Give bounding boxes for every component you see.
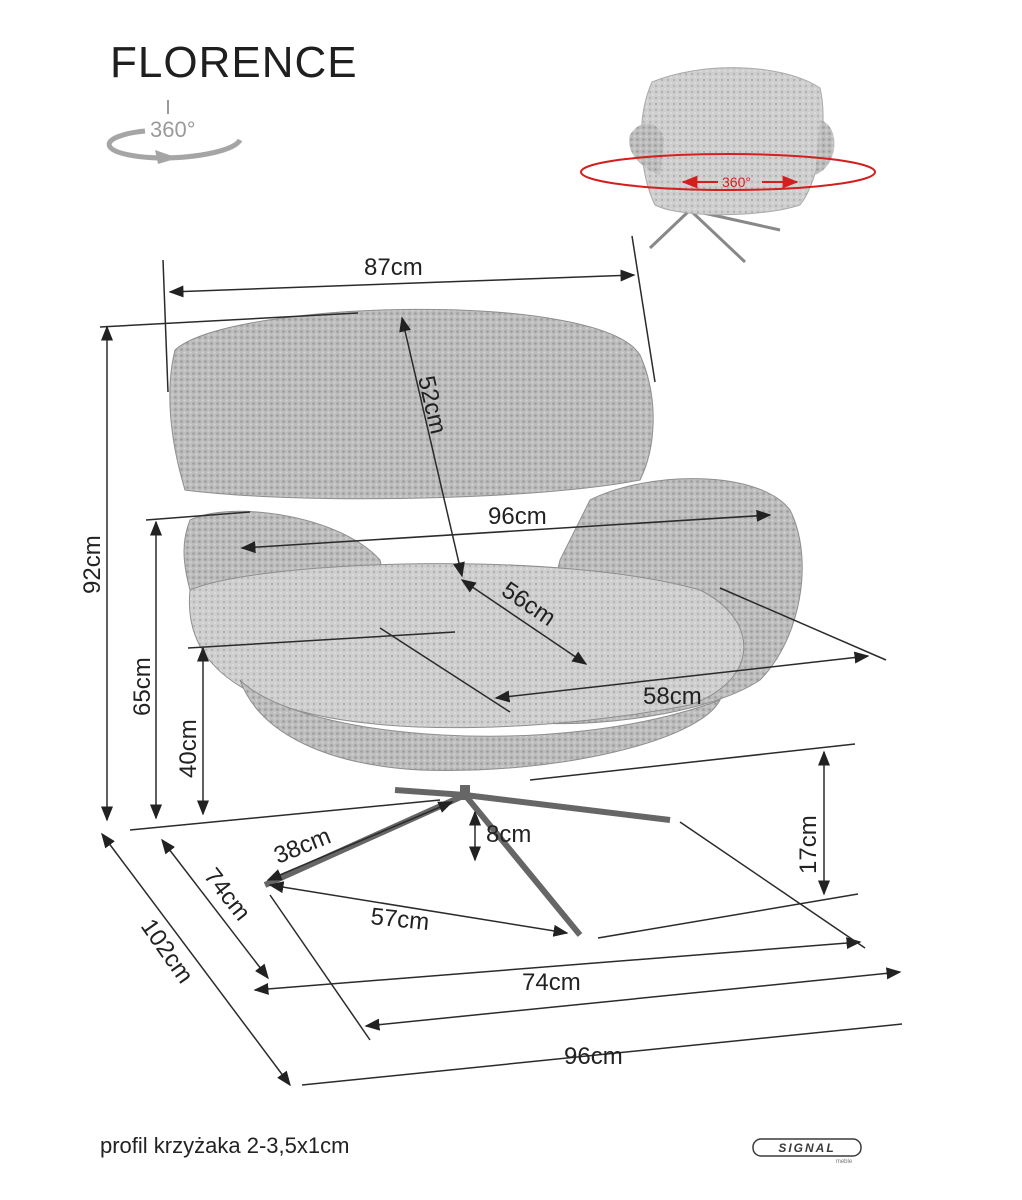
brand-name: SIGNAL [778,1141,835,1155]
dim-total-width: 96cm [564,1043,623,1070]
dim-base-width: 74cm [522,969,581,996]
dim-base-span: 57cm [369,903,430,936]
dim-seat-width: 58cm [643,683,702,710]
rotation-360-icon: 360° [106,100,243,164]
brand-sub: meble [836,1159,853,1164]
dimension-lines [99,235,903,1087]
small-chair-rotation: 360° [580,67,876,264]
rotation-icon-label: 360° [150,117,196,142]
red-rotation-label: 360° [722,174,751,190]
dim-base-depth: 74cm [198,863,255,926]
dim-base-height: 17cm [795,815,822,874]
dim-seat-height: 40cm [175,719,202,778]
dim-base-arm: 38cm [270,823,335,870]
dim-width-arms: 96cm [488,503,547,530]
dim-width-top: 87cm [364,254,423,281]
product-title: FLORENCE [110,38,358,87]
dim-arm-height: 65cm [129,657,156,716]
signal-logo: SIGNAL meble [752,1138,862,1164]
dim-base-clearance: 8cm [486,821,531,848]
dim-total-height: 92cm [79,535,106,594]
profile-note: profil krzyżaka 2-3,5x1cm [100,1133,350,1158]
